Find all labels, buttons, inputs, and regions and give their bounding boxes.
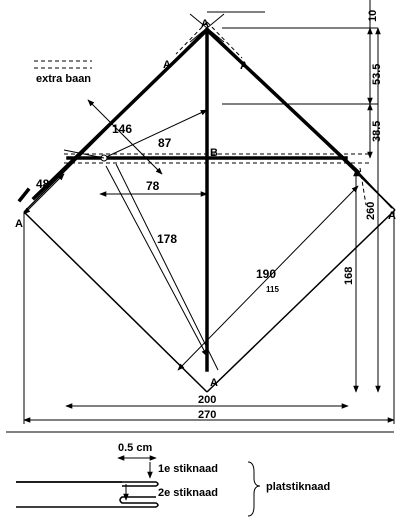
corner-right: A bbox=[388, 210, 396, 222]
seam-width-label: 0.5 cm bbox=[118, 442, 152, 454]
extra-baan-top-left bbox=[175, 21, 208, 55]
edge-bottom-left bbox=[23, 211, 208, 393]
dim-upper-left-diag-line bbox=[87, 99, 163, 175]
dim-lower-right-sub: 115 bbox=[266, 285, 279, 294]
top-cross-b bbox=[189, 13, 225, 43]
dim-inner-diag: 178 bbox=[157, 232, 177, 246]
dim-right-lower: 168 bbox=[343, 267, 355, 285]
corner-bottom: A bbox=[210, 377, 218, 389]
dim-lower-right-diag-line bbox=[177, 185, 359, 371]
strut-left-stub bbox=[63, 149, 105, 159]
dim-upper-left-diag: 146 bbox=[112, 122, 132, 136]
dim-top-segment: 53.5 bbox=[371, 64, 383, 85]
fabric-layer-bottom bbox=[16, 496, 159, 508]
second-stitch-label: 2e stiknaad bbox=[158, 487, 218, 499]
seam-type-label: platstiknaad bbox=[266, 481, 330, 493]
extra-baan-top-right bbox=[206, 21, 243, 59]
legend-label: extra baan bbox=[36, 73, 91, 85]
dim-total-width: 270 bbox=[198, 409, 216, 421]
seam-detail: 0.5 cm 1e stiknaad 2e stiknaad platstikn… bbox=[16, 442, 330, 517]
dim-second-segment: 38.5 bbox=[371, 121, 383, 142]
edge-bottom-right bbox=[206, 209, 396, 393]
dim-strut-upper-line bbox=[103, 109, 208, 159]
dim-strut-upper: 87 bbox=[158, 136, 172, 150]
dim-inner-diag-parallel bbox=[115, 163, 219, 371]
legend: extra baan bbox=[34, 60, 92, 85]
dim-bottom-width: 200 bbox=[198, 394, 216, 406]
center-point: B bbox=[210, 147, 218, 159]
top-markers bbox=[189, 11, 378, 105]
right-tip-edge bbox=[357, 171, 393, 209]
dim-lower-right-diag: 190 bbox=[256, 267, 276, 281]
extra-baan-right bbox=[359, 167, 367, 206]
dim-horizontal-half: 78 bbox=[146, 179, 160, 193]
right-leading-edge bbox=[204, 27, 361, 175]
fabric-layer-top bbox=[16, 481, 159, 487]
first-stitch-label: 1e stiknaad bbox=[158, 463, 218, 475]
interior-dimensions: 146 87 48 78 178 190 115 bbox=[17, 99, 359, 371]
right-dimensions: 10 53.5 38.5 260 168 bbox=[343, 0, 383, 393]
extra-baan-lines bbox=[64, 21, 370, 206]
corner-upper-left: A bbox=[163, 59, 171, 71]
corner-top: A bbox=[201, 18, 209, 30]
dim-left-corner: 48 bbox=[36, 177, 50, 191]
dim-right-long: 260 bbox=[365, 202, 377, 220]
seam-brace bbox=[247, 461, 261, 517]
corner-left: A bbox=[15, 218, 23, 230]
dim-top-gap: 10 bbox=[367, 10, 379, 22]
bottom-dimensions: 200 270 bbox=[23, 210, 395, 424]
corner-upper-right: A bbox=[240, 60, 248, 72]
left-tip-mark bbox=[17, 187, 31, 203]
dim-left-corner-line bbox=[23, 173, 65, 215]
corner-labels: A A A A A A B bbox=[15, 18, 396, 389]
